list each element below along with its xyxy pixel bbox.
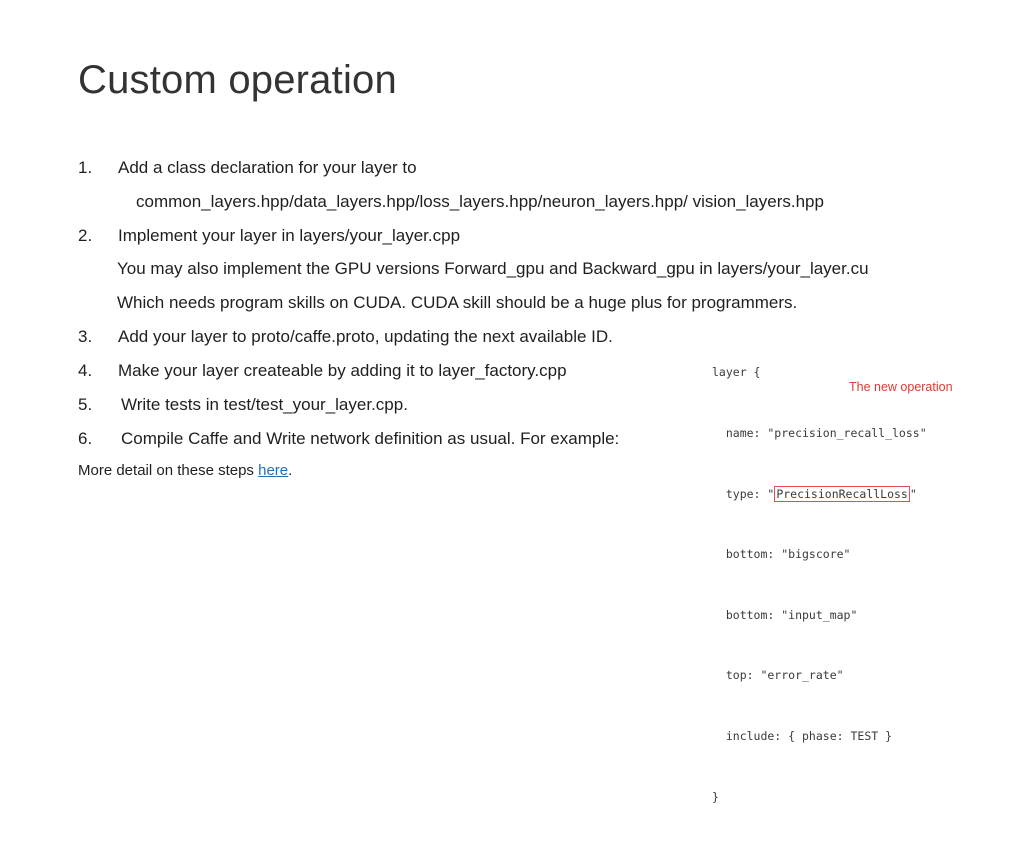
code-line: include: { phase: TEST }: [712, 728, 893, 743]
step-number: 6.: [78, 429, 93, 448]
step-text: Make your layer createable by adding it …: [118, 361, 567, 380]
code-example: layer { name: "precision_recall_loss" ty…: [712, 322, 927, 847]
code-line: bottom: "bigscore": [712, 547, 851, 562]
step-text: Which needs program skills on CUDA. CUDA…: [117, 293, 798, 312]
highlighted-type: PrecisionRecallLoss: [774, 485, 910, 502]
code-fragment: type: ": [712, 486, 775, 501]
step-text: Add a class declaration for your layer t…: [118, 158, 417, 177]
step-text: Add your layer to proto/caffe.proto, upd…: [118, 327, 613, 346]
step-text: You may also implement the GPU versions …: [117, 259, 869, 278]
code-line: }: [712, 789, 719, 804]
step-number: 5.: [78, 395, 93, 414]
annotation-label: The new operation: [849, 380, 953, 394]
step-number: 4.: [78, 361, 93, 380]
slide: Custom operation 1. Add a class declarat…: [78, 58, 953, 804]
page-title: Custom operation: [78, 58, 397, 102]
step-text: common_layers.hpp/data_layers.hpp/loss_l…: [136, 192, 824, 211]
step-text: Write tests in test/test_your_layer.cpp.: [121, 395, 408, 414]
footer-prefix: More detail on these steps: [78, 462, 259, 479]
code-line: name: "precision_recall_loss": [712, 426, 927, 440]
code-line: bottom: "input_map": [712, 607, 858, 622]
footer-suffix: .: [288, 462, 293, 479]
step-number: 1.: [78, 158, 93, 177]
code-line: type: "PrecisionRecallLoss": [712, 484, 927, 504]
code-line: layer {: [712, 365, 761, 380]
step-number: 2.: [78, 226, 93, 245]
step-number: 3.: [78, 327, 93, 346]
footer-note: More detail on these steps here.: [78, 460, 292, 482]
code-line: top: "error_rate": [712, 668, 844, 683]
step-text: Implement your layer in layers/your_laye…: [118, 226, 461, 245]
code-fragment: ": [909, 486, 917, 501]
step-text: Compile Caffe and Write network definiti…: [121, 429, 620, 448]
here-link[interactable]: here: [258, 462, 289, 479]
